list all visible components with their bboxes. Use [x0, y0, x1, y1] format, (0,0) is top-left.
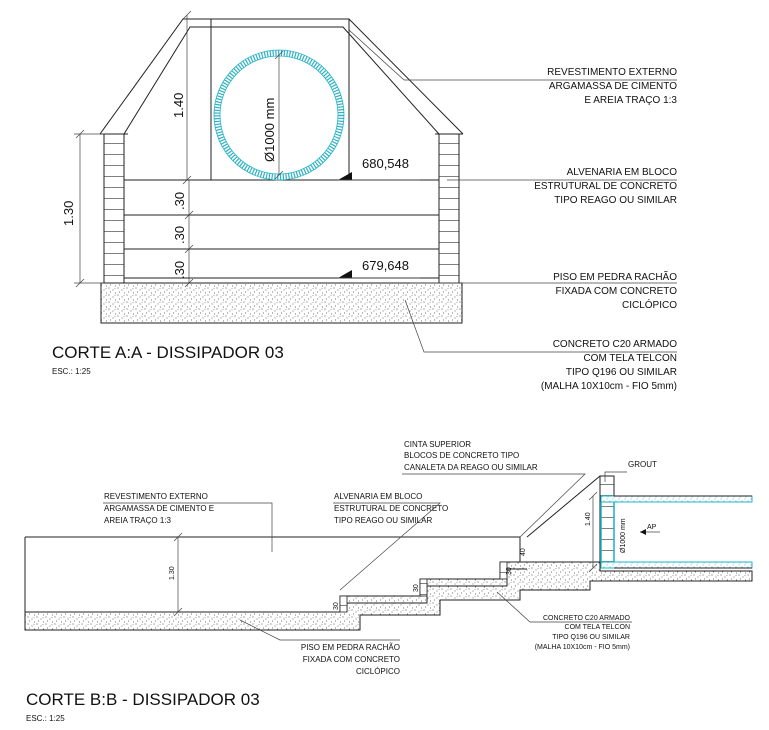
section-b-note-concreto-4: (MALHA 10X10cm - FIO 5mm) — [535, 644, 630, 651]
section-b-drawing — [24, 471, 753, 641]
section-a-dim-course-2: .30 — [172, 226, 187, 244]
section-a-level-bottom: 679,648 — [362, 258, 409, 273]
section-a-note-concreto-4: (MALHA 10X10cm - FIO 5mm) — [541, 381, 677, 392]
section-b-note-cinta-2: BLOCOS DE CONCRETO TIPO — [404, 451, 519, 460]
section-b-scale: ESC.: 1:25 — [26, 714, 65, 723]
section-a-note-concreto-1: CONCRETO C20 ARMADO — [553, 339, 678, 350]
section-a-note-concreto-2: COM TELA TELCON — [583, 353, 677, 364]
section-a-note-revestimento-3: E AREIA TRAÇO 1:3 — [584, 95, 677, 106]
section-a-note-piso-3: CICLÓPICO — [622, 298, 677, 311]
section-a-note-revestimento-1: REVESTIMENTO EXTERNO — [547, 67, 677, 78]
section-a-left-wall — [103, 133, 125, 284]
section-a-base-slab — [100, 282, 463, 324]
section-b-note-revestimento-3: AREIA TRAÇO 1:3 — [104, 516, 172, 525]
section-b-note-alvenaria-3: TIPO REAGO OU SIMILAR — [334, 516, 432, 525]
section-b-note-cinta-1: CINTA SUPERIOR — [404, 440, 471, 449]
section-b-dim-step-3: 30 — [506, 567, 513, 575]
section-a-dim-course-3: .30 — [172, 261, 187, 279]
section-a-note-piso-1: PISO EM PEDRA RACHÃO — [553, 270, 677, 283]
section-b-note-alvenaria-2: ESTRUTURAL DE CONCRETO — [334, 504, 448, 513]
section-b-note-concreto-3: TIPO Q196 OU SIMILAR — [552, 634, 630, 641]
section-b-title: CORTE B:B - DISSIPADOR 03 — [26, 690, 260, 709]
section-a-dim-height-top: 1.40 — [171, 93, 186, 118]
section-a-note-alvenaria-1: ALVENARIA EM BLOCO — [567, 167, 678, 178]
section-a-note-concreto-3: TIPO Q196 OU SIMILAR — [566, 367, 677, 378]
section-b-note-concreto-1: CONCRETO C20 ARMADO — [543, 615, 631, 622]
section-b-note-cinta-3: CANALETA DA REAGO OU SIMILAR — [404, 463, 538, 472]
section-a-scale: ESC.: 1:25 — [52, 367, 91, 376]
section-a-note-revestimento-2: ARGAMASSA DE CIMENTO — [549, 81, 677, 92]
section-a-pipe-label: Ø1000 mm — [262, 98, 277, 162]
section-b-note-piso-3: CICLÓPICO — [356, 667, 400, 676]
section-a-note-alvenaria-3: TIPO REAGO OU SIMILAR — [554, 195, 677, 206]
section-a-drawing — [74, 10, 677, 353]
section-a-left-slope — [99, 18, 464, 135]
section-b-dim-step-top: 40 — [520, 548, 527, 556]
section-b-dim-height: 1.30 — [169, 566, 176, 580]
section-a-dim-height-total: 1.30 — [61, 201, 76, 226]
section-b-note-grout: GROUT — [628, 460, 657, 469]
section-b-dim-step-2: 30 — [413, 584, 420, 592]
section-a-level-top: 680,548 — [362, 156, 409, 171]
section-b-note-revestimento-2: ARGAMASSA DE CIMENTO E — [104, 504, 214, 513]
section-b-dim-pipe-height: 1.40 — [585, 512, 592, 526]
section-b-dim-step-1: 30 — [333, 602, 340, 610]
section-b-note-revestimento-1: REVESTIMENTO EXTERNO — [104, 492, 208, 501]
section-a-dim-course-1: .30 — [172, 192, 187, 210]
section-a-note-piso-2: FIXADA COM CONCRETO — [556, 286, 678, 297]
section-b-note-piso-1: PISO EM PEDRA RACHÃO — [301, 643, 400, 652]
section-a-title: CORTE A:A - DISSIPADOR 03 — [52, 343, 284, 362]
section-b-flow-mark: AP — [647, 524, 657, 531]
section-b-note-alvenaria-1: ALVENARIA EM BLOCO — [334, 492, 422, 501]
section-a-pipe — [214, 50, 344, 180]
section-b-note-concreto-2: COM TELA TELCON — [565, 624, 630, 631]
section-b-pipe-label: Ø1000 mm — [620, 518, 627, 553]
section-b-headwall — [599, 475, 615, 563]
section-a-right-wall — [438, 133, 460, 284]
section-b-pipe — [600, 495, 753, 503]
section-a-note-alvenaria-2: ESTRUTURAL DE CONCRETO — [534, 181, 677, 192]
section-b-note-piso-2: FIXADA COM CONCRETO — [303, 655, 400, 664]
